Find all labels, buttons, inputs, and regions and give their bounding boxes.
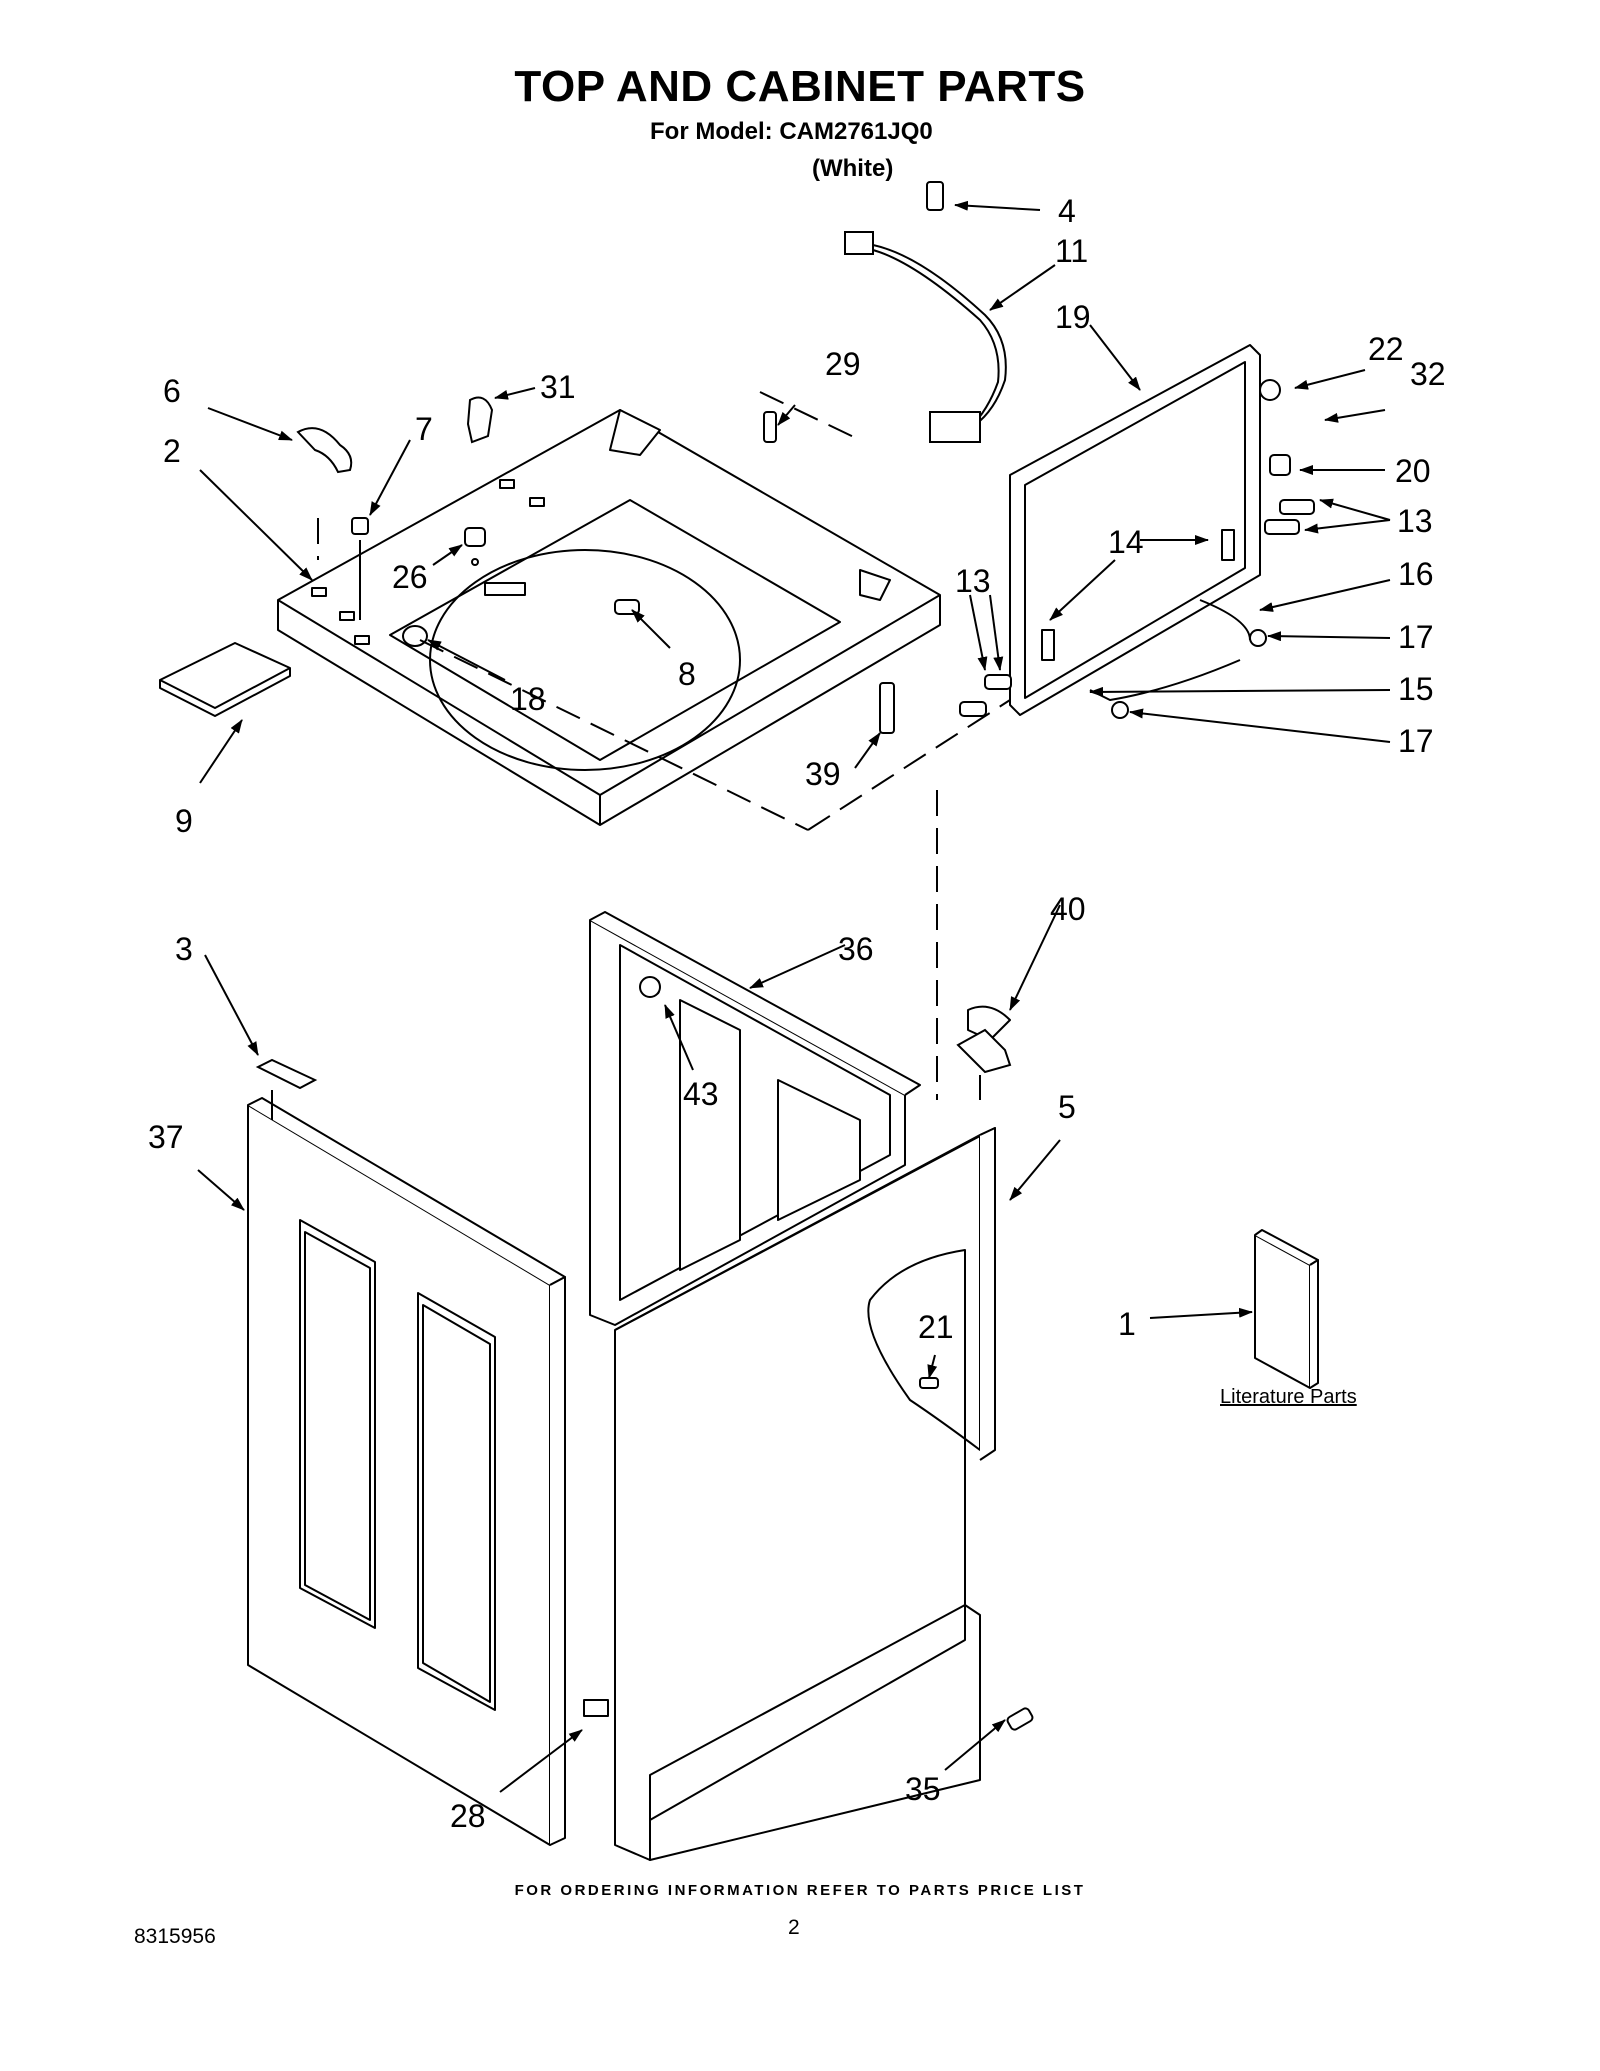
callout-13-right: 13 xyxy=(1397,503,1433,539)
callout-18: 18 xyxy=(510,681,546,717)
front-panel xyxy=(614,1005,1034,1861)
callout-26: 26 xyxy=(392,559,428,595)
callout-31: 31 xyxy=(540,369,576,405)
document-number: 8315956 xyxy=(134,1925,216,1948)
top-panel xyxy=(277,409,941,826)
screw-29 xyxy=(763,411,777,443)
callout-16: 16 xyxy=(1398,556,1434,592)
left-side-panel xyxy=(247,1097,609,1846)
callout-13-left: 13 xyxy=(955,563,991,599)
bumper-26 xyxy=(464,527,486,566)
callout-37: 37 xyxy=(148,1119,184,1155)
callout-2: 2 xyxy=(163,433,181,469)
callout-40: 40 xyxy=(1050,891,1086,927)
lid-stop-39 xyxy=(879,682,895,734)
hinge-cover-3 xyxy=(255,1058,318,1090)
callout-1: 1 xyxy=(1118,1306,1136,1342)
callout-35: 35 xyxy=(905,1771,941,1807)
assembly-guide-lines xyxy=(317,391,1011,1100)
leader-arrows xyxy=(197,200,1391,1793)
callout-43: 43 xyxy=(683,1076,719,1112)
clip-6 xyxy=(296,427,353,474)
rear-panel xyxy=(589,911,921,1326)
callout-14: 14 xyxy=(1108,524,1144,560)
literature-book xyxy=(1254,1229,1319,1389)
lid-switch-harness xyxy=(844,181,1007,443)
callout-4: 4 xyxy=(1058,193,1076,229)
callout-labels: 4 11 19 22 32 20 13 14 16 17 15 17 13 6 … xyxy=(148,193,1446,1834)
callout-39: 39 xyxy=(805,756,841,792)
filter-pad xyxy=(159,642,291,717)
clip-31 xyxy=(466,396,494,444)
callout-6: 6 xyxy=(163,373,181,409)
page-number: 2 xyxy=(788,1916,800,1939)
literature-parts-label: Literature Parts xyxy=(1220,1386,1357,1408)
model-variant: (White) xyxy=(812,155,894,182)
page-title: TOP AND CABINET PARTS xyxy=(514,62,1086,111)
assembly-solid-lines xyxy=(271,540,981,1120)
clip-7 xyxy=(351,517,369,535)
callout-7: 7 xyxy=(415,411,433,447)
lid-frame xyxy=(959,344,1315,719)
callout-20: 20 xyxy=(1395,453,1431,489)
callout-36: 36 xyxy=(838,931,874,967)
screw-21 xyxy=(919,1377,939,1389)
callout-32: 32 xyxy=(1410,356,1446,392)
clip-40 xyxy=(956,1028,1012,1074)
callout-17-lower: 17 xyxy=(1398,723,1434,759)
callout-11: 11 xyxy=(1055,233,1088,269)
callout-5: 5 xyxy=(1058,1089,1076,1125)
model-line: For Model: CAM2761JQ0 xyxy=(650,118,933,145)
clip-43 xyxy=(639,976,661,998)
callout-22: 22 xyxy=(1368,331,1404,367)
callout-29: 29 xyxy=(825,346,861,382)
callout-19: 19 xyxy=(1055,299,1091,335)
ordering-note: FOR ORDERING INFORMATION REFER TO PARTS … xyxy=(514,1882,1086,1899)
callout-17-upper: 17 xyxy=(1398,619,1434,655)
callout-9: 9 xyxy=(175,803,193,839)
callout-21: 21 xyxy=(918,1309,954,1345)
callout-3: 3 xyxy=(175,931,193,967)
hose-18 xyxy=(402,625,428,647)
screw-8 xyxy=(614,599,640,615)
callout-8: 8 xyxy=(678,656,696,692)
callout-28: 28 xyxy=(450,1798,486,1834)
callout-15: 15 xyxy=(1398,671,1434,707)
